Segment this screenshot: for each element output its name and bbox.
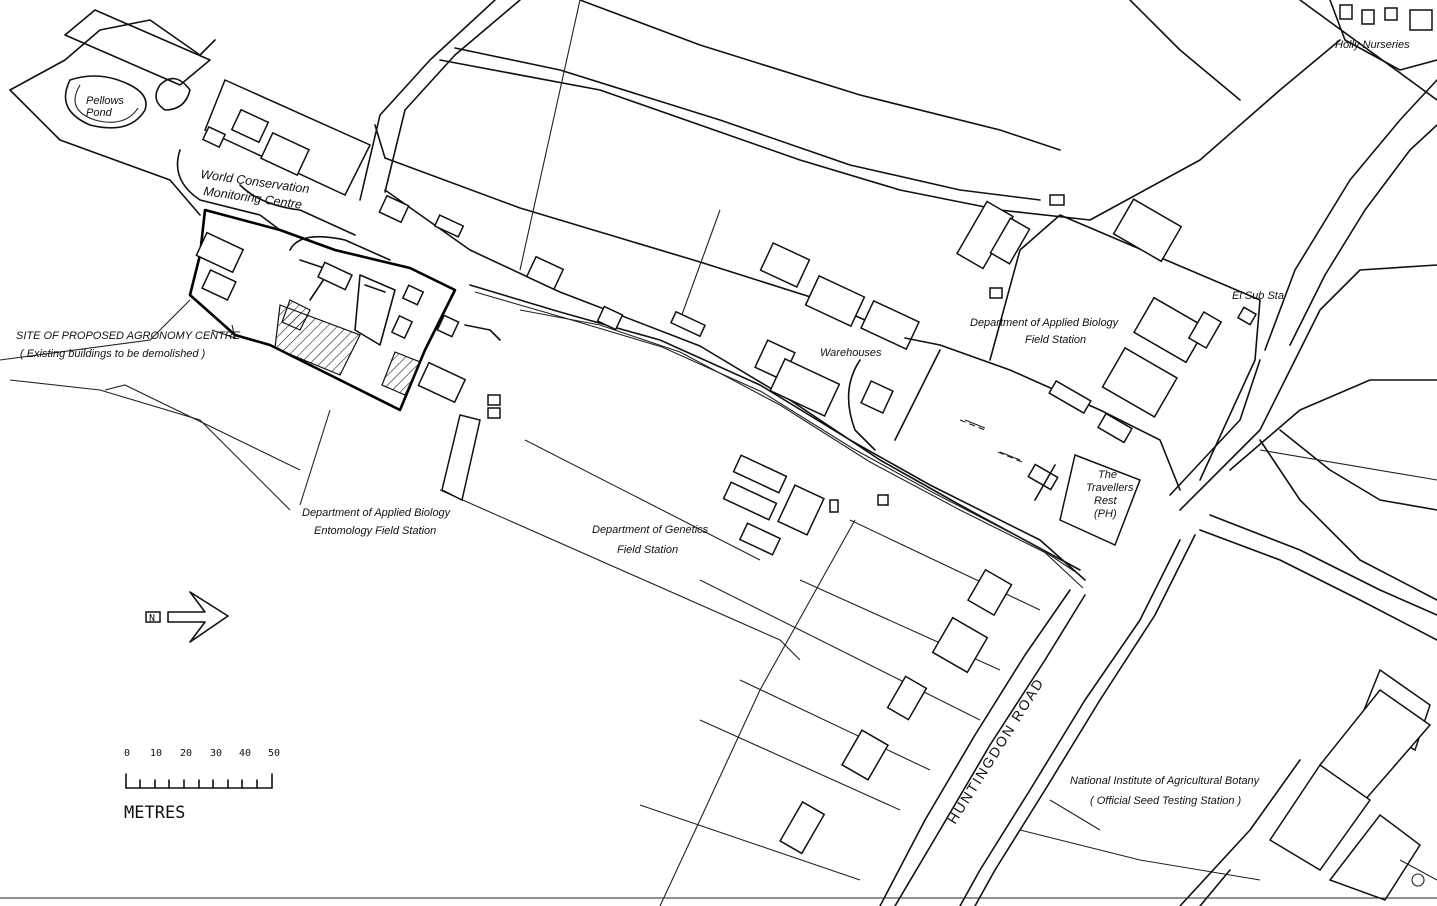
label-site-title: SITE OF PROPOSED AGRONOMY CENTRE	[16, 330, 241, 342]
main-road-lines	[374, 124, 1086, 589]
genetics-buildings	[722, 454, 889, 556]
niab-buildings	[1179, 668, 1437, 906]
pellows-pond-area	[9, 9, 281, 231]
label-travellers-1: The	[1098, 469, 1117, 481]
label-applied-biology-2: Field Station	[1025, 334, 1086, 346]
agronomy-site	[188, 208, 501, 412]
label-entomology-2: Entomology Field Station	[314, 525, 436, 537]
warehouses-buildings	[754, 241, 920, 451]
label-holly-nurseries: Holly Nurseries	[1335, 39, 1410, 51]
scale-tick-50: 50	[268, 748, 280, 759]
label-travellers-2: Travellers	[1086, 482, 1134, 494]
scale-tick-40: 40	[239, 748, 251, 759]
scale-tick-30: 30	[210, 748, 222, 759]
scale-tick-0: 0	[124, 748, 130, 759]
track-dashes	[959, 419, 1023, 463]
label-huntingdon-road: HUNTINGDON ROAD	[944, 675, 1047, 827]
scale-tick-20: 20	[180, 748, 192, 759]
label-niab-2: ( Official Seed Testing Station )	[1090, 795, 1242, 807]
label-pellows-pond-2: Pond	[86, 107, 113, 119]
label-travellers-3: Rest	[1094, 495, 1118, 507]
travellers-rest-buildings	[1027, 453, 1141, 547]
applied-biology-buildings	[894, 194, 1261, 491]
label-travellers-4: (PH)	[1094, 508, 1117, 520]
map-labels: Pellows Pond World Conservation Monitori…	[16, 39, 1410, 827]
label-el-sub-sta: El Sub Sta	[1232, 290, 1284, 302]
label-applied-biology-1: Department of Applied Biology	[970, 317, 1120, 329]
north-arrow-box	[145, 611, 161, 623]
huntingdon-road	[879, 264, 1437, 906]
label-niab-1: National Institute of Agricultural Botan…	[1070, 775, 1261, 787]
roadside-buildings	[378, 194, 707, 502]
label-genetics-1: Department of Genetics	[592, 524, 709, 536]
label-site-note: ( Existing buildings to be demolished )	[20, 348, 206, 360]
scale-bar: 0 10 20 30 40 50 METRES	[124, 748, 280, 823]
scale-unit: METRES	[124, 803, 185, 823]
huntingdon-road-houses	[779, 568, 1013, 855]
north-arrow: N	[145, 591, 229, 643]
scale-tick-10: 10	[150, 748, 162, 759]
site-leader-line	[211, 324, 236, 339]
world-conservation-buildings	[201, 78, 372, 236]
north-arrow-letter: N	[149, 613, 155, 624]
label-genetics-2: Field Station	[617, 544, 678, 556]
label-entomology-1: Department of Applied Biology	[302, 507, 452, 519]
label-warehouses: Warehouses	[820, 347, 882, 359]
holly-nurseries-buildings	[1329, 0, 1437, 71]
label-pellows-pond-1: Pellows	[86, 95, 124, 107]
